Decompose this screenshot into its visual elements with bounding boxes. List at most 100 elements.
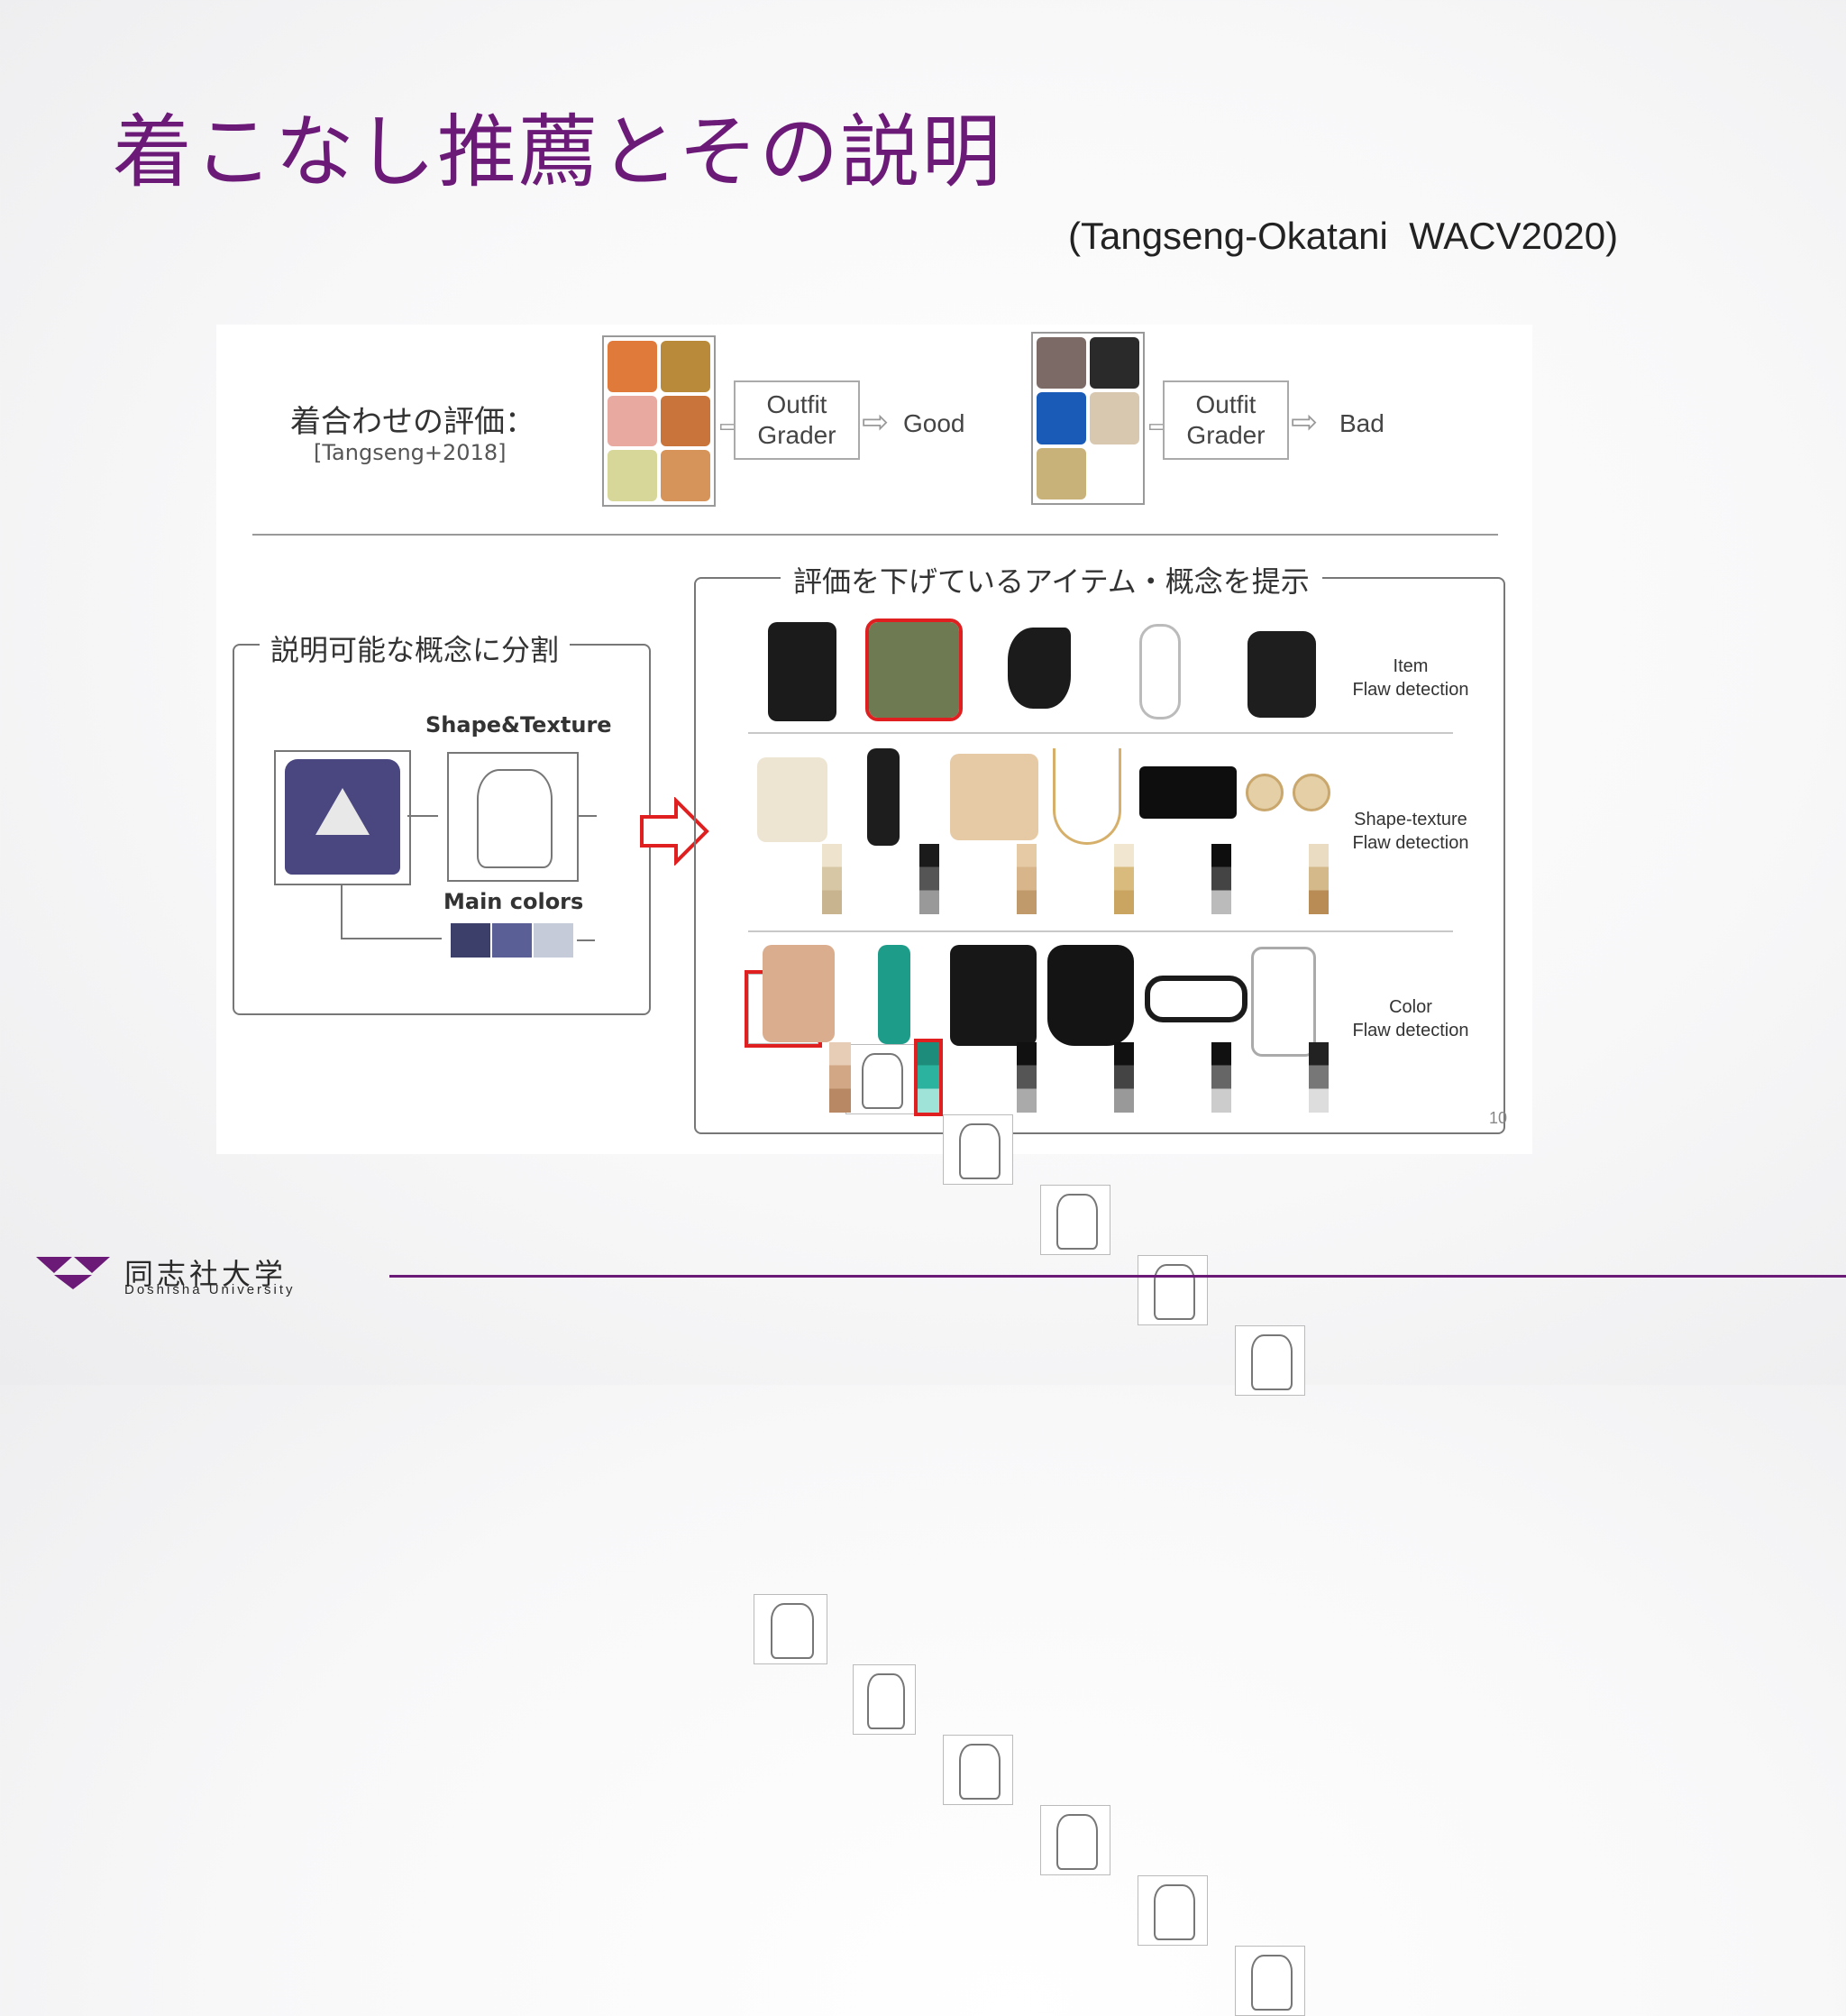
outfit-item-image (608, 450, 657, 501)
sweater-color-swatches (829, 1042, 851, 1113)
clutch-color-swatches (1211, 844, 1231, 914)
color-swatch (492, 923, 532, 958)
bag-color-swatches (1114, 1042, 1134, 1113)
pants-sketch (853, 1664, 916, 1735)
connector-line (341, 884, 343, 938)
row-label-shape-texture: Shape-texture Flaw detection (1343, 808, 1478, 855)
grader-label: Grader (1186, 421, 1266, 449)
arrow-icon: ⇨ (1291, 404, 1319, 441)
dress-image (768, 622, 836, 721)
university-logo-icon (36, 1257, 110, 1289)
grader-label: Outfit (1195, 390, 1257, 418)
main-colors-label: Main colors (443, 889, 584, 914)
jacket-color-swatches (822, 844, 842, 914)
row-label-line: Flaw detection (1352, 680, 1469, 700)
leggings-sketch (845, 1044, 916, 1114)
connector-line (577, 939, 595, 941)
row-divider (748, 732, 1453, 734)
outfit-item-image (661, 450, 710, 501)
boot-color-swatches (1017, 1042, 1037, 1113)
leggings-color-swatches (919, 844, 939, 914)
outfit-bad-thumbnails (1031, 332, 1145, 505)
outfit-item-image (661, 395, 710, 447)
color-swatch (451, 923, 490, 958)
shape-texture-sketch (447, 752, 579, 882)
concept-split-title: 説明可能な概念に分割 (260, 628, 571, 669)
prism-graphic (315, 788, 370, 835)
green-pants-image (878, 945, 910, 1044)
outfit-item-image (661, 341, 710, 392)
heels-image (950, 754, 1038, 840)
bag-sketch (1040, 1805, 1110, 1875)
bucket-bag-image (1047, 945, 1134, 1046)
result-good: Good (903, 409, 965, 437)
section-divider (252, 534, 1498, 536)
connector-line (579, 815, 597, 817)
arrow-icon: ⇨ (862, 404, 890, 441)
clutch-image (1139, 766, 1237, 819)
earrings-color-swatches (1309, 844, 1329, 914)
connector-line (407, 815, 438, 817)
row-label-line: Flaw detection (1352, 1021, 1469, 1040)
flaw-explanation-title: 評価を下げているアイテム・概念を提示 (781, 559, 1322, 600)
rings-color-swatches (1309, 1042, 1329, 1113)
bracelet-sketch (1138, 1875, 1208, 1946)
sweater-sketch (754, 1594, 827, 1664)
outfit-item-image (608, 395, 657, 447)
row-label-line: Flaw detection (1352, 833, 1469, 853)
heels-sketch (943, 1114, 1013, 1185)
heels-color-swatches (1017, 844, 1037, 914)
outfit-grader-box: Outfit Grader (734, 380, 860, 460)
rings-image (1251, 947, 1316, 1057)
necklace-image (1053, 748, 1121, 845)
outfit-item-image (1090, 392, 1139, 444)
university-name-en: Doshisha University (124, 1282, 296, 1297)
eval-heading: 着合わせの評価： (290, 404, 535, 440)
grader-label: Grader (757, 421, 836, 449)
earring-image (1246, 774, 1284, 811)
outfit-item-image (1037, 447, 1086, 499)
bracelet-image (1145, 976, 1247, 1022)
grader-label: Outfit (766, 390, 827, 418)
result-bad: Bad (1339, 409, 1384, 437)
outfit-grader-box: Outfit Grader (1163, 380, 1289, 460)
earring-image (1293, 774, 1330, 811)
footer-divider (389, 1275, 1846, 1278)
color-swatch (534, 923, 573, 958)
boot-image (950, 945, 1037, 1046)
row-label-line: Item (1393, 656, 1429, 676)
pants-color-swatches-flagged (914, 1039, 943, 1116)
clutch-sketch (1138, 1255, 1208, 1325)
sweater-image (763, 945, 835, 1042)
outfit-item-image (608, 341, 657, 392)
necklace-sketch (1040, 1185, 1110, 1255)
shape-texture-label: Shape&Texture (425, 712, 612, 738)
figure: 着合わせの評価： [Tangseng+2018] ⇨ Outfit Grader… (216, 325, 1532, 2016)
necklace-color-swatches (1114, 844, 1134, 914)
row-label-color: Color Flaw detection (1343, 995, 1478, 1042)
boot-sketch (943, 1735, 1013, 1805)
jacket-image (757, 757, 827, 842)
page-number: 10 (1489, 1109, 1508, 1127)
outfit-item-image (1037, 392, 1086, 444)
row-label-item: Item Flaw detection (1343, 655, 1478, 701)
citation: (Tangseng-Okatani WACV2020) (1068, 215, 1619, 257)
eval-reference: [Tangseng+2018] (314, 440, 507, 465)
outfit-item-image (1090, 447, 1139, 499)
earrings-sketch (1235, 1325, 1305, 1396)
headband-image (1008, 628, 1071, 709)
row-label-line: Shape-texture (1354, 810, 1467, 829)
rings-sketch (1235, 1946, 1305, 2016)
row-label-line: Color (1389, 997, 1432, 1017)
outfit-good-thumbnails (602, 335, 716, 507)
connector-line (341, 938, 442, 939)
leggings-image (867, 748, 900, 846)
handbag-image (1247, 631, 1316, 718)
university-name-jp: 同志社大学 (124, 1257, 288, 1291)
slide-title: 着こなし推薦とその説明 (113, 105, 1003, 198)
sandal-image (1139, 624, 1181, 719)
red-arrow-icon (640, 797, 709, 866)
row-divider (748, 930, 1453, 932)
outfit-item-image (1090, 337, 1139, 389)
sneaker-image-flagged (865, 619, 963, 721)
